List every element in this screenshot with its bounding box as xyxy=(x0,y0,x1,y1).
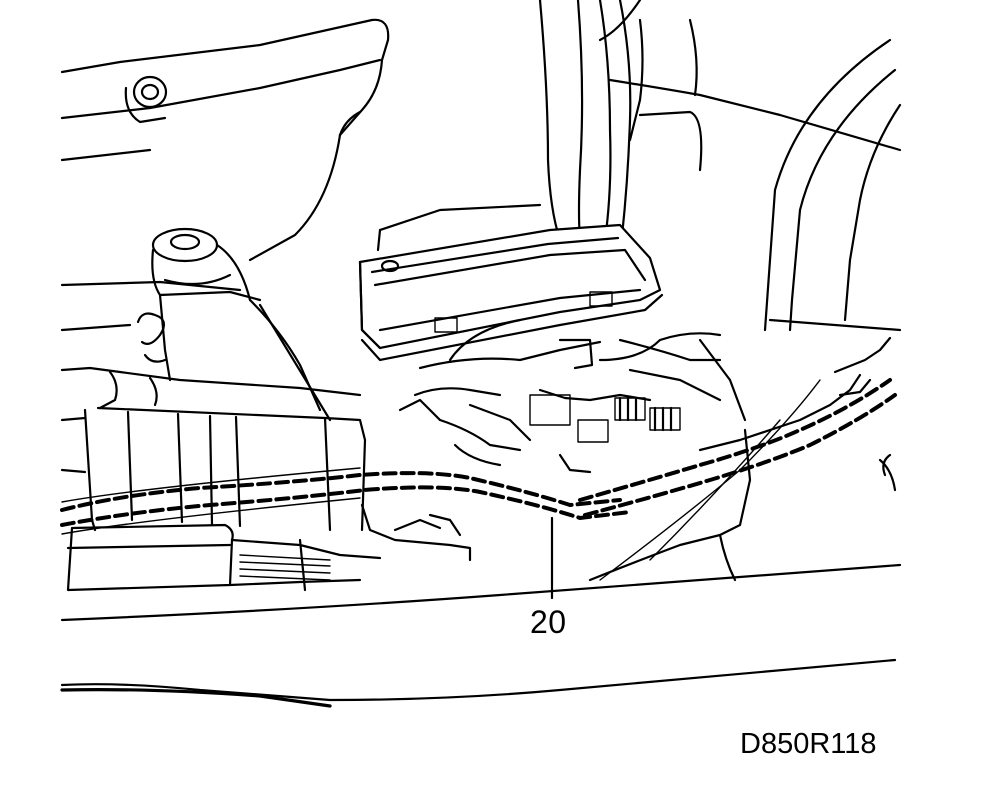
connector-cluster xyxy=(398,318,747,474)
callout-label-20: 20 xyxy=(530,604,567,640)
wiring-harness-main xyxy=(60,467,632,535)
control-module xyxy=(66,503,472,592)
left-housing xyxy=(60,280,367,532)
cowl-panel xyxy=(60,18,390,262)
fender-contour xyxy=(608,18,902,492)
filler-neck xyxy=(136,227,332,422)
reservoir-cap xyxy=(124,75,168,124)
firewall-grommet xyxy=(358,203,664,362)
upper-hoses xyxy=(538,0,642,242)
lower-body-sweep xyxy=(60,428,902,708)
figure-code: D850R118 xyxy=(740,728,877,760)
wiring-harness-right xyxy=(578,336,897,581)
